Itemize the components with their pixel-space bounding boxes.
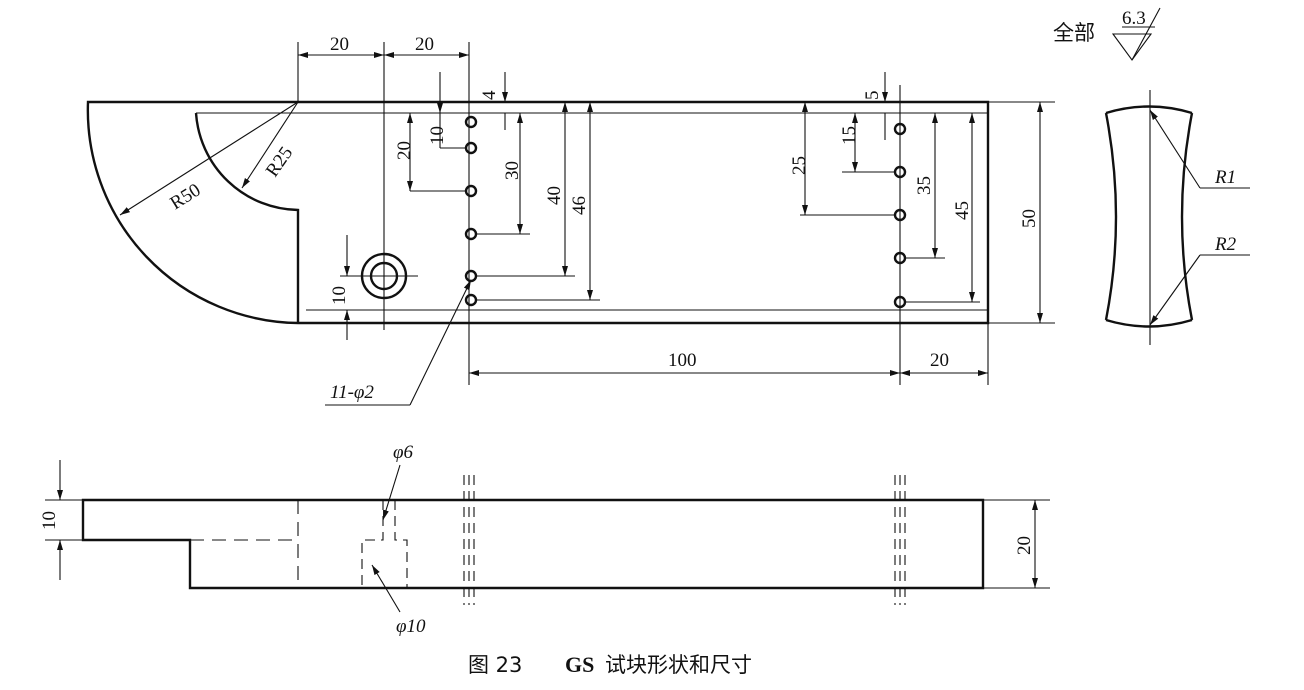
r2-label: R2 <box>1214 234 1237 255</box>
dim-25: 25 <box>789 156 810 175</box>
finish-label: 全部 <box>1053 21 1095 45</box>
dim-45: 45 <box>952 201 973 220</box>
finish-value: 6.3 <box>1122 8 1146 29</box>
caption-code: GS <box>565 652 594 677</box>
dim-20-depth: 20 <box>394 141 415 160</box>
dim-bolt-10: 10 <box>329 286 350 305</box>
surface-finish-symbol: 全部 6.3 <box>1053 7 1161 61</box>
side-view: φ6 φ10 10 20 <box>39 442 1050 637</box>
caption-title: 试块形状和尺寸 <box>605 653 752 677</box>
dim-10: 10 <box>427 126 448 145</box>
dim-30: 30 <box>502 161 523 180</box>
inner-concave-cut <box>194 112 300 323</box>
caption-figure-no: 图 23 <box>468 653 522 677</box>
bore-phi10: φ10 <box>396 616 426 637</box>
end-view: R1 R2 <box>1104 90 1250 345</box>
dim-20-b: 20 <box>415 34 434 55</box>
dim-step-10: 10 <box>39 511 60 530</box>
dim-20-a: 20 <box>330 34 349 55</box>
block-outline-top <box>86 100 990 325</box>
top-view: 20 20 4 5 10 20 30 40 46 15 25 <box>86 34 1055 406</box>
dim-4: 4 <box>479 90 500 100</box>
left-holes <box>464 115 478 307</box>
dim-35: 35 <box>914 176 935 195</box>
r1-label: R1 <box>1214 167 1236 188</box>
dim-thickness-20: 20 <box>1014 536 1035 555</box>
bolt-hole-inner <box>369 261 399 291</box>
dim-15: 15 <box>839 126 860 145</box>
figure-caption: 图 23 GS 试块形状和尺寸 <box>468 652 752 677</box>
hole-callout: 11-φ2 <box>330 382 374 403</box>
bolt-hole-outer <box>360 252 408 300</box>
dim-20-bottom: 20 <box>930 350 949 371</box>
dim-40: 40 <box>544 186 565 205</box>
dim-5: 5 <box>862 91 883 101</box>
radius-r50: R50 <box>167 180 205 215</box>
dim-100: 100 <box>668 350 697 371</box>
side-outline <box>81 498 985 590</box>
bore-phi6: φ6 <box>393 442 414 463</box>
dim-50: 50 <box>1019 209 1040 228</box>
dim-46: 46 <box>569 196 590 215</box>
